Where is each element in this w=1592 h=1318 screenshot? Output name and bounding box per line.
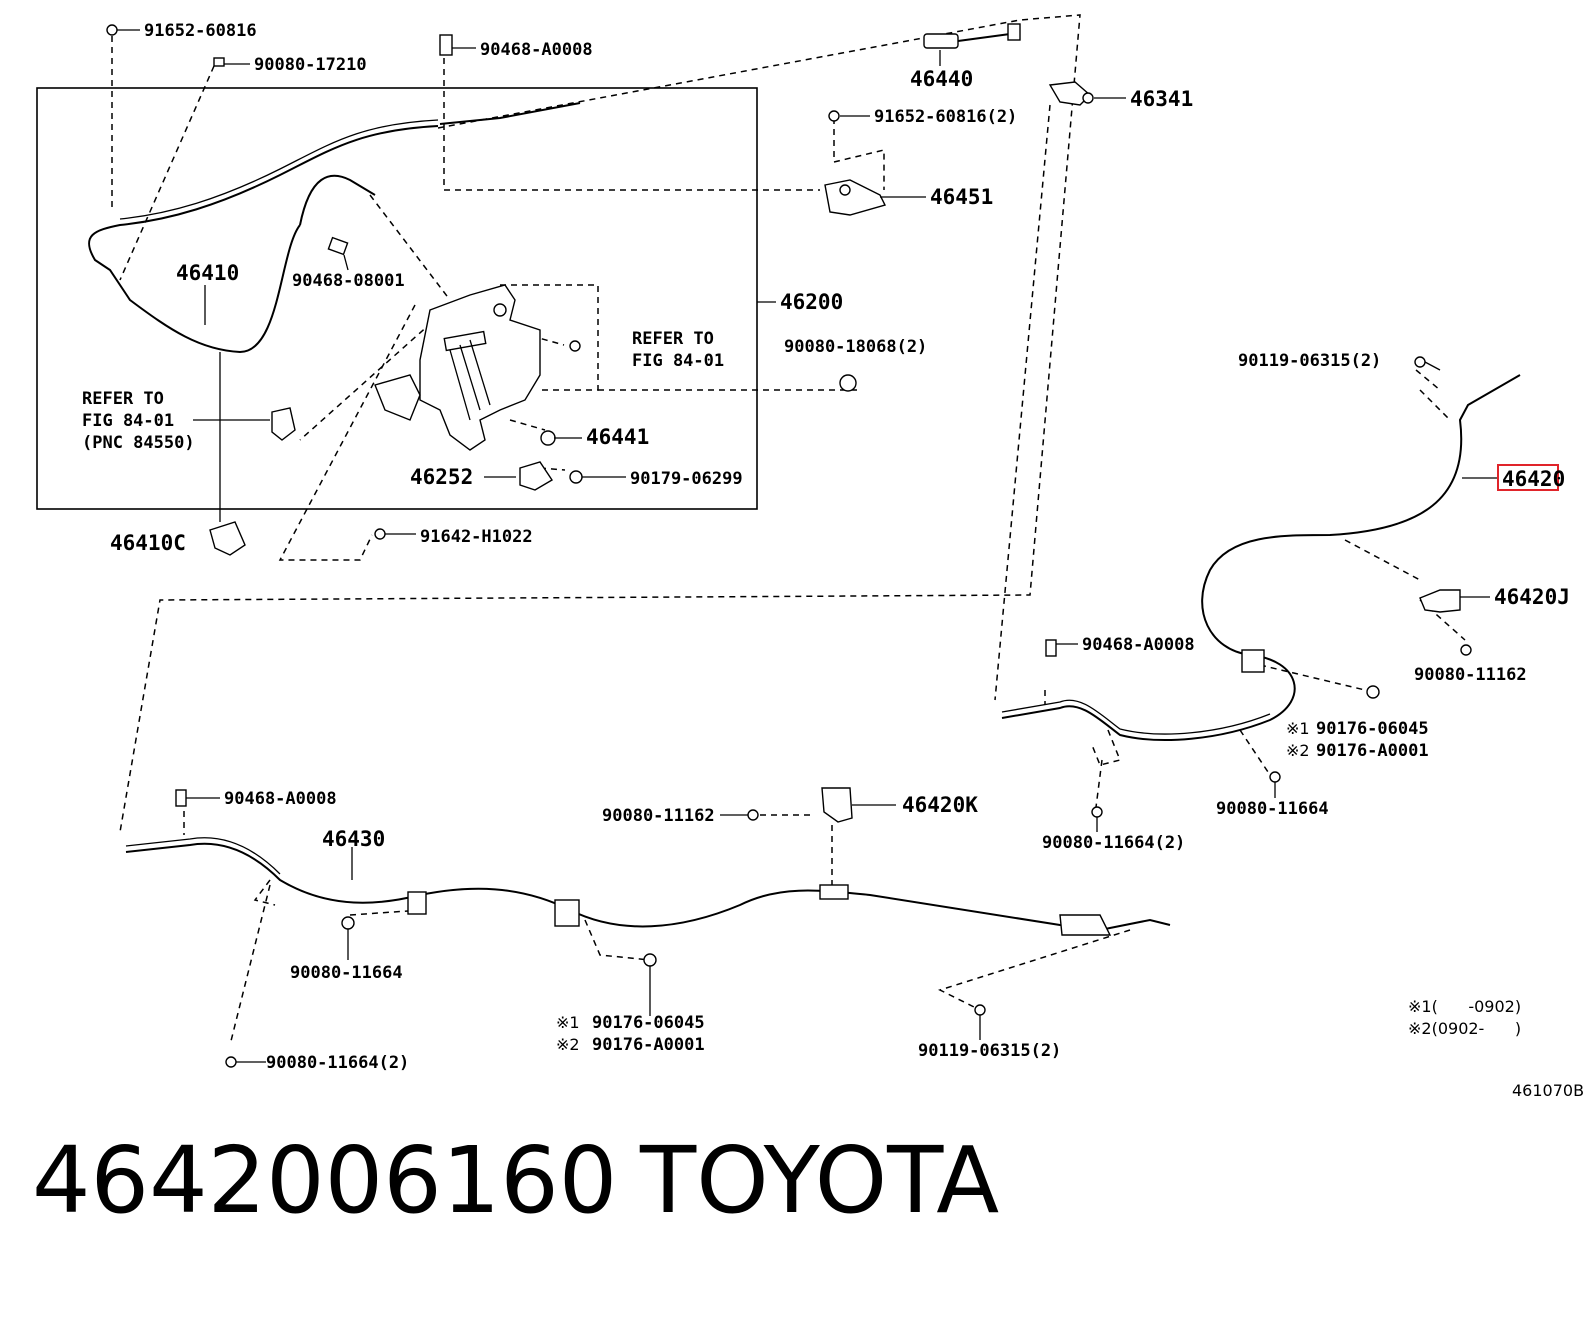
callout-90080-11664-2-right: 90080-11664(2) — [1042, 833, 1185, 853]
part-46341-bracket — [1048, 81, 1094, 106]
marker-1-bottom: ※1 — [556, 1013, 580, 1032]
callout-90468-08001: 90468-08001 — [292, 271, 405, 291]
callout-90080-11664-bottom: 90080-11664 — [290, 963, 403, 983]
footer-brand: TOYOTA — [640, 1127, 1000, 1234]
callout-90468-A0008-top: 90468-A0008 — [480, 40, 593, 60]
highlight-46420 — [1497, 464, 1559, 491]
callout-90176-A0001-bottom: 90176-A0001 — [592, 1035, 705, 1055]
callout-46410: 46410 — [176, 261, 239, 285]
callout-46440: 46440 — [910, 67, 973, 91]
callout-46430: 46430 — [322, 827, 385, 851]
callout-90468-A0008-mid: 90468-A0008 — [1082, 635, 1195, 655]
part-46252 — [519, 461, 553, 491]
leader-lines — [117, 29, 1498, 1063]
callout-90468-A0008-left: 90468-A0008 — [224, 789, 337, 809]
callout-90080-11664-right: 90080-11664 — [1216, 799, 1329, 819]
callout-46451: 46451 — [930, 185, 993, 209]
part-46451-bracket — [824, 179, 887, 216]
parts — [106, 23, 1472, 1068]
callout-46341: 46341 — [1130, 87, 1193, 111]
callout-90080-11162-bottom: 90080-11162 — [602, 806, 715, 826]
part-46420K — [821, 787, 853, 823]
legend-line-1: ※1( -0902) — [1408, 997, 1521, 1016]
cable-46420 — [1001, 374, 1521, 741]
refer-note-left-line2: FIG 84-01 — [82, 411, 174, 431]
callout-90176-A0001-right: 90176-A0001 — [1316, 741, 1429, 761]
callout-46420K: 46420K — [902, 793, 978, 817]
part-90080-18068 — [839, 374, 857, 392]
callout-90119-06315-2-bottom: 90119-06315(2) — [918, 1041, 1061, 1061]
screw-icons — [106, 24, 1472, 1068]
callout-90080-18068-2: 90080-18068(2) — [784, 337, 927, 357]
callout-91652-60816-2: 91652-60816(2) — [874, 107, 1017, 127]
callout-90080-17210: 90080-17210 — [254, 55, 367, 75]
illustration-code: 461070B — [1512, 1081, 1584, 1100]
refer-note-right-line2: FIG 84-01 — [632, 351, 724, 371]
callout-91652-60816: 91652-60816 — [144, 21, 257, 41]
callout-90080-11162-right: 90080-11162 — [1414, 665, 1527, 685]
refer-note-right-line1: REFER TO — [632, 329, 714, 349]
callout-46200: 46200 — [780, 290, 843, 314]
marker-1-right: ※1 — [1286, 719, 1310, 738]
part-46441 — [540, 430, 556, 446]
part-46440-cable-end — [923, 23, 1021, 49]
legend-line-2: ※2(0902- ) — [1408, 1019, 1521, 1038]
callout-46410C: 46410C — [110, 531, 186, 555]
part-refer-84550 — [271, 407, 296, 441]
clip-icons — [175, 34, 1057, 807]
callout-90176-06045-right: 90176-06045 — [1316, 719, 1429, 739]
part-46430-clamp-1 — [407, 891, 427, 915]
callout-46420: 46420 — [1502, 467, 1565, 491]
assembly-46200-frame — [36, 87, 758, 510]
footer-part-number: 4642006160 — [32, 1127, 618, 1234]
pedal-assembly — [374, 284, 541, 451]
callout-labels: 91652-60816 90080-17210 90468-A0008 4644… — [82, 21, 1584, 1100]
part-46430-clamp-2 — [554, 899, 580, 927]
callout-46420J: 46420J — [1494, 585, 1570, 609]
cable-46430 — [125, 837, 1171, 932]
callout-46441: 46441 — [586, 425, 649, 449]
part-90179-06299 — [569, 470, 583, 484]
cable-46410 — [88, 102, 581, 354]
callout-90176-06045-bottom: 90176-06045 — [592, 1013, 705, 1033]
refer-note-left-line1: REFER TO — [82, 389, 164, 409]
callout-46252: 46252 — [410, 465, 473, 489]
marker-2-right: ※2 — [1286, 741, 1310, 760]
part-46420J — [1419, 589, 1461, 613]
marker-2-bottom: ※2 — [556, 1035, 580, 1054]
callout-90080-11664-2-bottom: 90080-11664(2) — [266, 1053, 409, 1073]
callout-90119-06315-2-right: 90119-06315(2) — [1238, 351, 1381, 371]
part-46430-end — [1059, 914, 1112, 936]
callout-91642-H1022: 91642-H1022 — [420, 527, 533, 547]
part-46410C — [209, 521, 246, 556]
part-46420-clamp — [1241, 649, 1265, 673]
part-46430-sleeve — [819, 884, 849, 900]
callout-90179-06299: 90179-06299 — [630, 469, 743, 489]
refer-note-left-line3: (PNC 84550) — [82, 433, 195, 453]
